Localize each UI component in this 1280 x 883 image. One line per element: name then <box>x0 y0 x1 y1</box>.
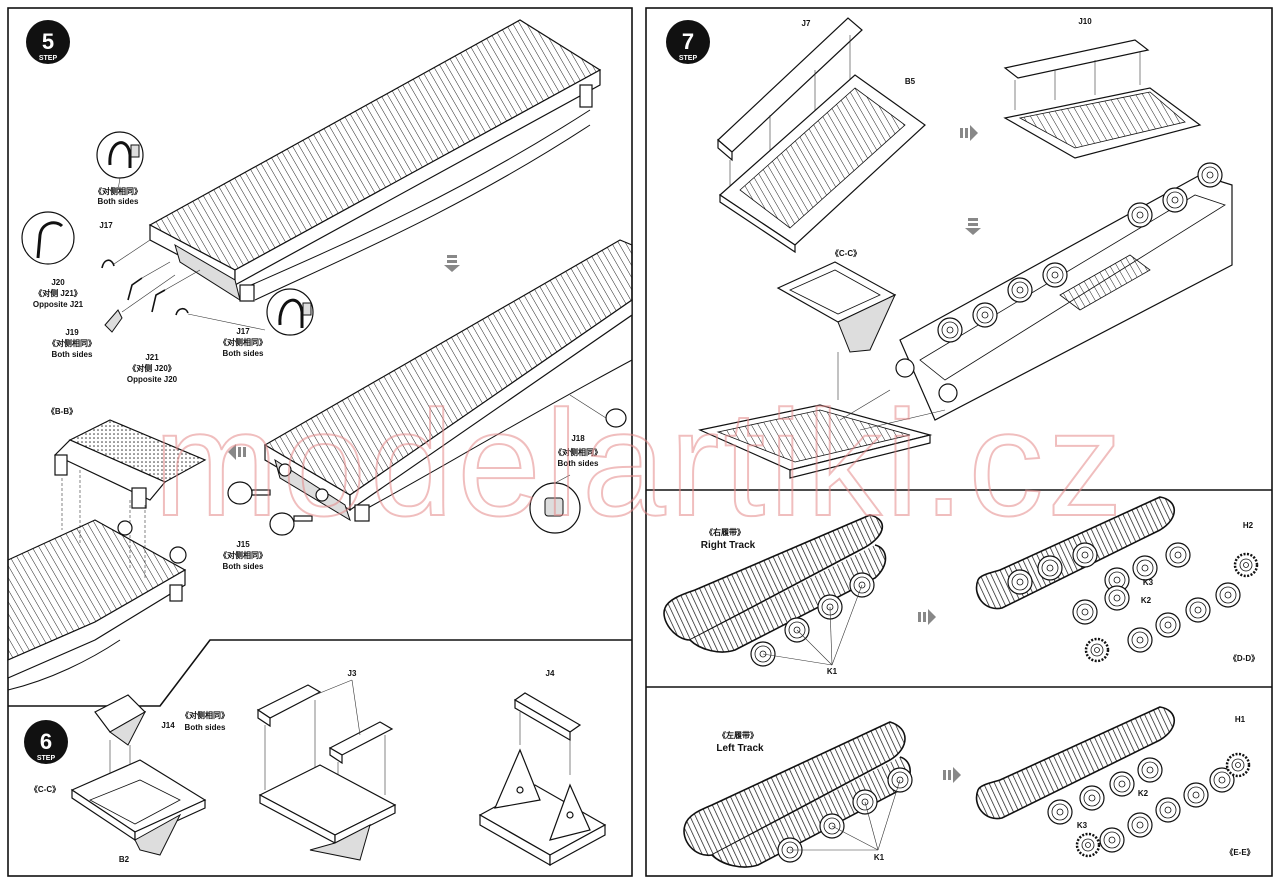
small-parts-step5 <box>101 239 266 333</box>
label-left-k1: K1 <box>874 853 885 862</box>
rail-j7 <box>717 17 863 190</box>
label-j21: J21 <box>145 353 159 362</box>
label-j14: J14 <box>161 721 175 730</box>
label-right-k3: K3 <box>1143 578 1154 587</box>
label-both-sides-cn-d: 《对侧相同》 <box>219 550 267 560</box>
support-cc <box>776 261 897 400</box>
label-left-track: Left Track <box>716 743 764 754</box>
label-b2: B2 <box>119 855 130 864</box>
step-5-word: STEP <box>39 55 58 62</box>
label-left-track-cn: 《左履带》 <box>718 730 758 740</box>
label-bb: 《B-B》 <box>47 406 77 416</box>
label-j19: J19 <box>65 328 79 337</box>
step-6-badge: 6 STEP <box>24 720 68 764</box>
panel-borders <box>7 7 1273 877</box>
label-j18: J18 <box>571 434 585 443</box>
label-ee: 《E-E》 <box>1225 847 1254 857</box>
label-j17-a: J17 <box>99 221 113 230</box>
label-j7: J7 <box>802 19 811 28</box>
left-track-exploded <box>975 706 1251 858</box>
step-6-word: STEP <box>37 755 56 762</box>
label-left-k3: K3 <box>1077 821 1088 830</box>
ramp-bottom <box>698 389 946 479</box>
detail-j17-top <box>96 131 144 191</box>
label-both-sides-b: Both sides <box>52 350 93 359</box>
label-j17-b: J17 <box>236 327 250 336</box>
ramp-j10 <box>1003 39 1202 159</box>
label-j20: J20 <box>51 278 65 287</box>
right-arrow-icon-2 <box>918 609 936 625</box>
base-b2 <box>70 759 207 856</box>
label-both-sides-a: Both sides <box>98 197 139 206</box>
label-opposite-j20: Opposite J20 <box>127 375 178 384</box>
step-7-badge: 7 STEP <box>666 20 710 64</box>
detail-j20 <box>21 211 75 265</box>
label-both-sides-d: Both sides <box>223 562 264 571</box>
label-opposite-j20-cn: 《对侧 J20》 <box>128 363 176 373</box>
part-j15 <box>227 481 313 536</box>
step-6-number: 6 <box>40 729 52 754</box>
right-track-exploded <box>975 496 1259 663</box>
label-j10: J10 <box>1078 17 1092 26</box>
step-7-word: STEP <box>679 55 698 62</box>
label-right-k2: K2 <box>1141 596 1152 605</box>
left-track-assembled <box>683 721 913 868</box>
label-opposite-j21-cn: 《对侧 J21》 <box>34 288 82 298</box>
label-left-k2: K2 <box>1138 789 1149 798</box>
label-left-h1: H1 <box>1235 715 1246 724</box>
left-arrow-icon <box>228 444 246 460</box>
label-right-track: Right Track <box>701 540 756 551</box>
step-5-number: 5 <box>42 29 54 54</box>
right-arrow-icon-3 <box>943 767 961 783</box>
down-arrow-icon-step7 <box>965 218 981 235</box>
flatcar-top <box>148 19 602 302</box>
label-j3: J3 <box>348 669 357 678</box>
base-with-j3 <box>256 679 397 861</box>
label-both-sides-cn-b: 《对侧相同》 <box>48 338 96 348</box>
flatcar-bottom-left <box>7 519 187 691</box>
label-b5: B5 <box>905 77 916 86</box>
part-j18 <box>529 394 627 534</box>
label-both-sides-cn-e: 《对侧相同》 <box>554 447 602 457</box>
detail-j17-bottom <box>266 288 314 336</box>
vehicle-chassis <box>895 162 1233 421</box>
label-both-sides-c: Both sides <box>223 349 264 358</box>
label-right-h2: H2 <box>1243 521 1254 530</box>
label-j15: J15 <box>236 540 250 549</box>
label-both-sides-e: Both sides <box>558 459 599 468</box>
label-opposite-j21: Opposite J21 <box>33 300 84 309</box>
step-5-badge: 5 STEP <box>26 20 70 64</box>
right-arrow-icon-1 <box>960 125 978 141</box>
label-both-sides-step6: Both sides <box>185 723 226 732</box>
flatcar-middle <box>263 239 633 522</box>
walkway-bb <box>53 419 207 580</box>
label-cc-step7: 《C-C》 <box>831 248 861 258</box>
label-right-track-cn: 《右履带》 <box>705 527 745 537</box>
base-with-j4 <box>478 692 607 867</box>
label-both-sides-cn-step6: 《对侧相同》 <box>181 710 229 720</box>
label-both-sides-cn-a: 《对侧相同》 <box>94 186 142 196</box>
label-right-k1: K1 <box>827 667 838 676</box>
label-cc-step6: 《C-C》 <box>30 784 60 794</box>
step-7-number: 7 <box>682 29 694 54</box>
label-dd: 《D-D》 <box>1229 653 1259 663</box>
down-arrow-icon <box>444 255 460 272</box>
watermark: modelartiki.cz <box>154 379 1127 547</box>
right-track-assembled <box>663 514 887 667</box>
label-both-sides-cn-c: 《对侧相同》 <box>219 337 267 347</box>
ramp-b5 <box>719 74 926 254</box>
label-j4: J4 <box>546 669 555 678</box>
